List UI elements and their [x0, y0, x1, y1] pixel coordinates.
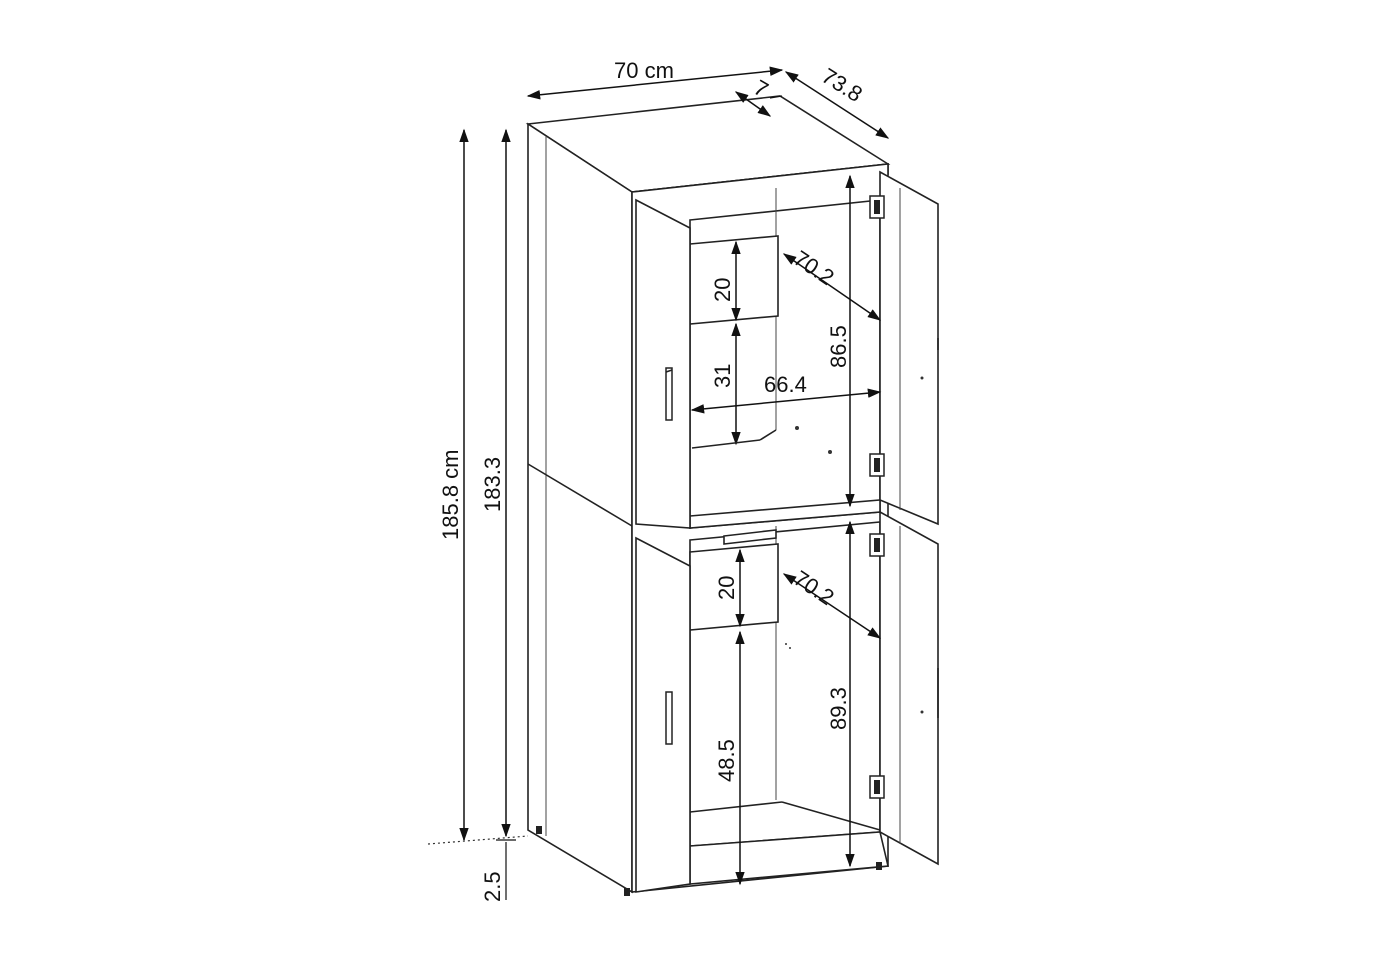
bottom-edge-2: [781, 801, 881, 831]
upper-right-door[interactable]: [879, 170, 939, 526]
upper-height-label: 86.5: [826, 325, 851, 368]
lower-height-label: 89.3: [826, 687, 851, 730]
left-doors[interactable]: [635, 198, 691, 893]
upper-left-door[interactable]: [635, 198, 691, 529]
lower-left-door[interactable]: [635, 536, 691, 893]
inner-width-dim-line: [690, 388, 882, 414]
dimension-lines: [427, 66, 890, 900]
foot-height-label: 2.5: [480, 871, 505, 902]
door-handle-icon[interactable]: [665, 691, 673, 745]
inner-width-label: 66.4: [764, 372, 807, 397]
hinge-icon: [869, 195, 885, 219]
width-dim-line: [526, 66, 784, 100]
foot: [536, 826, 542, 834]
hinge-icon: [869, 775, 885, 799]
body-height-label: 183.3: [480, 457, 505, 512]
lower-right-door[interactable]: [879, 510, 939, 866]
cabinet-body: [525, 95, 891, 896]
hinge-icon: [869, 533, 885, 557]
shelf-pin-hole: [795, 426, 799, 430]
lower-clear-label: 48.5: [714, 739, 739, 782]
depth-label: 73.8: [817, 63, 867, 107]
overhang-dim-line: [734, 91, 772, 117]
lower-shelf-label: 20: [714, 576, 739, 600]
right-doors[interactable]: [869, 170, 939, 866]
depth-dim-line: [784, 71, 890, 139]
side-divider: [527, 463, 633, 527]
shelf-pin-hole: [828, 450, 832, 454]
upper-gap-label: 31: [710, 364, 735, 388]
upper-diag-dim-line: [782, 253, 882, 321]
upper-shelf-label: 20: [710, 278, 735, 302]
width-label: 70 cm: [614, 58, 674, 83]
foot: [624, 888, 630, 896]
total-height-label: 185.8 cm: [438, 450, 463, 541]
rail: [723, 529, 777, 545]
door-handle-icon[interactable]: [665, 367, 673, 421]
left-side-panel: [527, 122, 633, 894]
hinge-icon: [869, 453, 885, 477]
foot: [876, 862, 882, 870]
lower-diag-dim-line: [782, 573, 882, 639]
